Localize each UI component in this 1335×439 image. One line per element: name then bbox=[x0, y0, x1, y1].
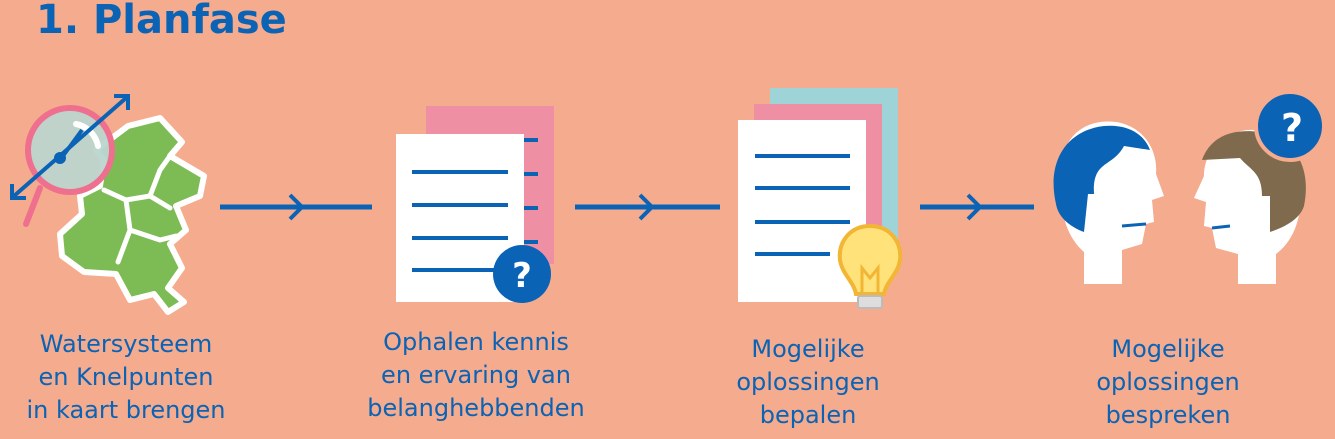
step-label-4: Mogelijke oplossingen bespreken bbox=[1096, 335, 1240, 429]
svg-text:?: ? bbox=[512, 256, 532, 296]
step-label-2: Ophalen kennis en ervaring van belangheb… bbox=[367, 328, 585, 422]
page-title: 1. Planfase bbox=[36, 0, 287, 43]
arrow-connector-3 bbox=[920, 193, 1034, 221]
svg-text:?: ? bbox=[1281, 106, 1303, 150]
documents-question-icon: ? bbox=[396, 106, 554, 303]
documents-lightbulb-icon bbox=[738, 88, 903, 309]
left-hair bbox=[1053, 125, 1150, 232]
step-label-3: Mogelijke oplossingen bepalen bbox=[736, 335, 880, 429]
map-shape bbox=[57, 115, 207, 315]
arrow-connector-2 bbox=[575, 193, 720, 221]
arrow-connector-1 bbox=[220, 193, 372, 221]
step-label-1: Watersysteem en Knelpunten in kaart bren… bbox=[26, 330, 226, 424]
people-discussion-icon: ? bbox=[1053, 90, 1326, 284]
map-magnifier-icon bbox=[10, 94, 207, 315]
